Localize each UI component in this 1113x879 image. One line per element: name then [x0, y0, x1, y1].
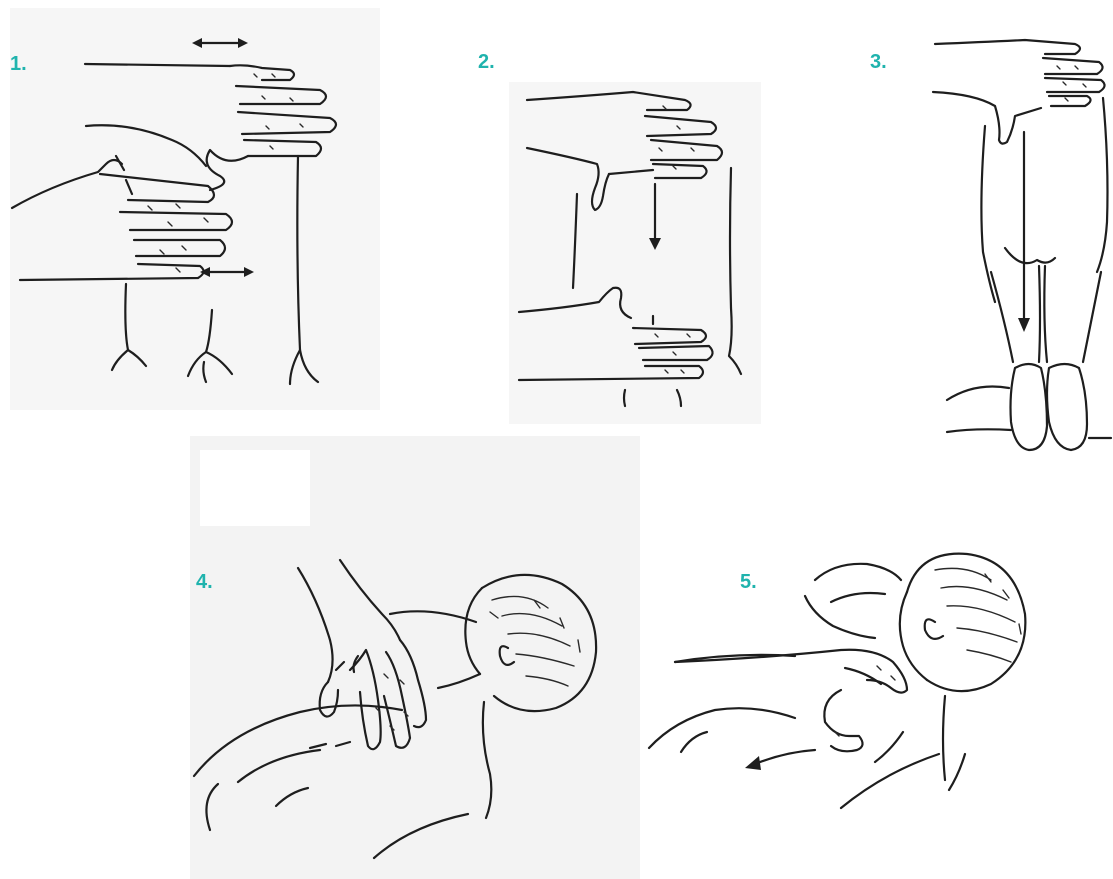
step-4-label: 4. [196, 572, 213, 592]
step-3-label: 3. [870, 52, 887, 72]
two-hands-on-back-icon [0, 0, 390, 420]
hands-sliding-down-back-icon [505, 78, 765, 428]
step-5-panel [645, 540, 1113, 840]
step-1-label: 1. [10, 54, 27, 74]
step-5-label: 5. [740, 572, 757, 592]
fingertips-on-infant-back-icon [190, 560, 640, 879]
step-4-panel [190, 560, 640, 879]
stroke-across-shoulder-icon [645, 540, 1113, 840]
step-3-panel [925, 22, 1113, 460]
step-2-panel [505, 78, 765, 428]
hand-stroke-back-to-feet-icon [925, 22, 1113, 460]
step-2-label: 2. [478, 52, 495, 72]
step-1-panel [0, 0, 390, 420]
